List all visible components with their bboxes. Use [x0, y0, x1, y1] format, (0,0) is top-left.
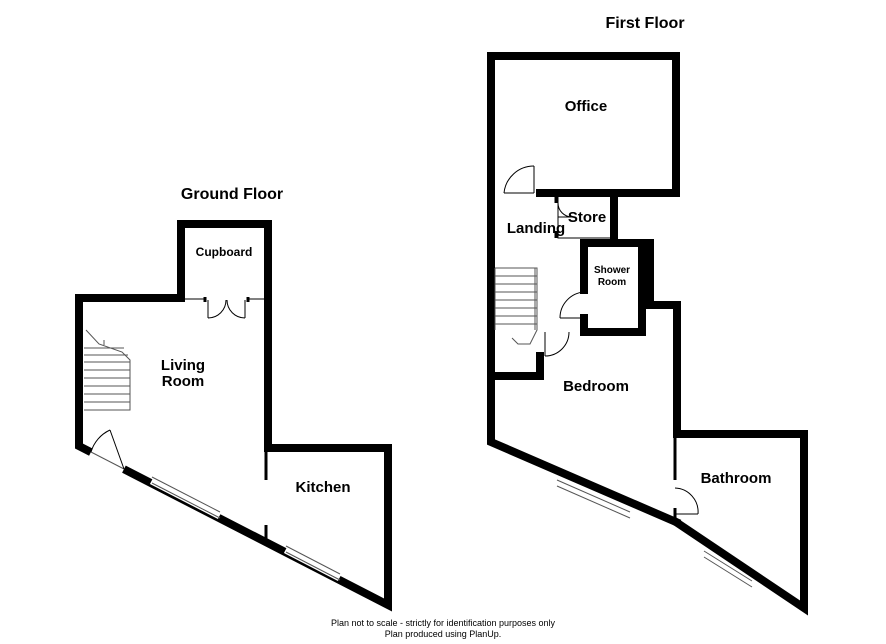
shower-room-door [559, 291, 585, 319]
bedroom-window [555, 478, 632, 520]
cupboard-double-door [207, 299, 246, 319]
first-floor-plan: First Floor Office Store Landing Shower … [487, 15, 808, 616]
shower-room-walls [580, 239, 616, 294]
bathroom-window [701, 550, 755, 588]
ground-floor-title: Ground Floor [181, 186, 283, 203]
living-room-front-door [88, 429, 127, 474]
room-label-shower-line2: Room [598, 277, 626, 288]
first-outer-walls [487, 186, 682, 528]
room-label-landing: Landing [507, 220, 565, 237]
bathroom-door [674, 487, 699, 515]
room-label-store: Store [568, 209, 606, 226]
room-label-kitchen: Kitchen [295, 479, 350, 496]
room-label-shower-line1: Shower [594, 265, 630, 276]
kitchen-window [283, 545, 343, 581]
footer-disclaimer: Plan not to scale - strictly for identif… [331, 618, 556, 628]
cupboard-walls [177, 220, 272, 302]
footer-credit: Plan produced using PlanUp. [385, 629, 502, 639]
ground-outer-walls [75, 294, 392, 612]
office-walls [487, 52, 680, 197]
first-outer-walls-right [610, 189, 808, 616]
store-walls [557, 196, 612, 239]
living-room-window [149, 475, 223, 520]
first-floor-staircase [494, 267, 538, 345]
room-label-bathroom: Bathroom [701, 470, 772, 487]
room-label-bedroom: Bedroom [563, 378, 629, 395]
shower-room-walls [580, 239, 646, 336]
landing-stair-wall [491, 352, 544, 380]
room-label-office: Office [565, 98, 608, 115]
office-door [503, 165, 535, 194]
room-label-cupboard: Cupboard [196, 245, 253, 259]
first-floor-title: First Floor [605, 15, 684, 32]
room-label-living-line2: Room [162, 373, 205, 390]
bedroom-door [544, 331, 570, 357]
ground-floor-plan: Ground Floor Cupboard Living Room Kitche… [75, 186, 392, 612]
room-label-living-line1: Living [161, 357, 205, 374]
ground-floor-staircase [84, 329, 131, 411]
